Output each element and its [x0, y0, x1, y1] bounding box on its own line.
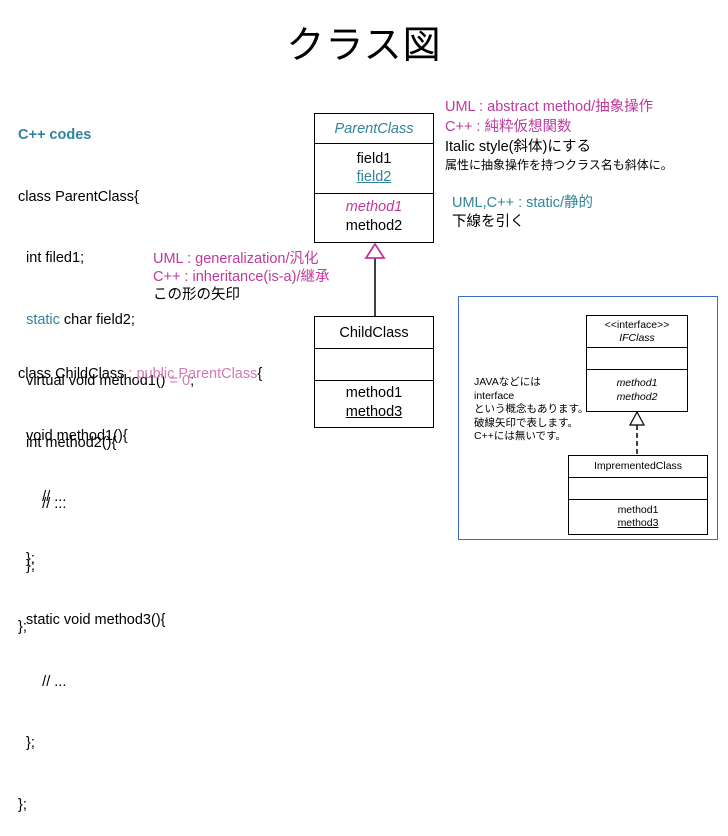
note-line: 下線を引く: [452, 214, 525, 230]
parent-class-name: ParentClass: [315, 114, 433, 144]
implemented-class-methods: method1 method3: [569, 500, 707, 534]
child-class-box: ChildClass method1 method3: [314, 316, 434, 428]
code-line: // ...: [18, 496, 67, 512]
virtual-pre: virtual void method1(): [26, 373, 170, 389]
interface-fields: [587, 348, 687, 370]
note-line: Italic style(斜体)にする: [445, 139, 591, 155]
note-line: JAVAなどには: [474, 376, 541, 388]
code-line: static void method3(){: [18, 612, 166, 628]
parent-class-box: ParentClass field1 field2 method1 method…: [314, 113, 434, 243]
note-line: C++ : 純粋仮想関数: [445, 119, 572, 135]
implemented-class-fields: [569, 478, 707, 500]
child-class-name: ChildClass: [315, 317, 433, 349]
note-line: この形の矢印: [153, 287, 240, 303]
note-line: 破線矢印で表します。: [474, 416, 578, 429]
child-pre: class ChildClass: [18, 366, 129, 382]
method-1: method1: [345, 385, 403, 401]
abstract-note: UML : abstract method/抽象操作 C++ : 純粋仮想関数 …: [445, 97, 673, 173]
note-line: UML : generalization/汎化: [153, 251, 319, 267]
parent-class-fields: field1 field2: [315, 144, 433, 194]
static-keyword: static: [26, 311, 60, 328]
interface-note: JAVAなどには interface という概念もあります。 破線矢印で表します…: [474, 376, 588, 444]
generalization-arrow: [364, 242, 386, 317]
note-line: という概念もあります。: [474, 403, 589, 415]
note-line: interface: [474, 389, 515, 402]
code-line-static: static char field2;: [18, 310, 194, 331]
note-line: UML,C++ : static/静的: [452, 195, 594, 211]
note-line: 属性に抽象操作を持つクラス名も斜体に。: [445, 158, 673, 172]
implemented-class-name: ImprementedClass: [569, 456, 707, 478]
page-title: クラス図: [286, 25, 442, 67]
code-line: int method2(){: [18, 434, 117, 451]
interface-method-2: method2: [616, 391, 658, 403]
note-line: C++には無いです。: [474, 430, 566, 442]
code-line: void method1(){: [18, 427, 128, 444]
code-line: };: [18, 796, 27, 813]
code-line: // ...: [18, 673, 67, 690]
child-code-block: class ChildClass : public ParentClass{ v…: [18, 323, 262, 836]
realization-arrow: [628, 410, 646, 460]
interface-box: <<interface>> IFClass method1 method2: [586, 315, 688, 412]
child-class-fields: [315, 349, 433, 381]
static-rest: char field2;: [59, 311, 135, 328]
code-line: };: [18, 735, 35, 751]
parent-code-block: C++ codes class ParentClass{ int filed1;…: [18, 84, 194, 658]
code-line: // ...: [18, 489, 67, 505]
interface-header: <<interface>> IFClass: [587, 316, 687, 348]
method-2: method2: [345, 218, 403, 234]
impl-method-1: method1: [617, 504, 659, 516]
note-line: UML : abstract method/抽象操作: [445, 99, 654, 115]
child-end: {: [257, 366, 263, 382]
interface-method-1: method1: [616, 377, 658, 389]
parent-class-methods: method1 method2: [315, 194, 433, 241]
code-line-child-class: class ChildClass : public ParentClass{: [18, 364, 262, 385]
field-2: field2: [356, 169, 392, 185]
interface-methods: method1 method2: [587, 370, 687, 410]
impl-method-3: method3: [617, 517, 659, 529]
virtual-end: ;: [190, 373, 195, 389]
implemented-class-box: ImprementedClass method1 method3: [568, 455, 708, 535]
generalization-note: UML : generalization/汎化 C++ : inheritanc…: [153, 250, 329, 304]
interface-stereotype: <<interface>>: [604, 319, 670, 331]
child-inherit-kw: : public ParentClass: [128, 366, 258, 382]
child-class-methods: method1 method3: [315, 381, 433, 426]
virtual-eq: = 0: [169, 373, 191, 389]
interface-panel: [458, 296, 718, 540]
field-1: field1: [356, 151, 392, 167]
code-header: C++ codes: [18, 127, 92, 143]
code-line: class ParentClass{: [18, 188, 139, 205]
method-1-abstract: method1: [345, 199, 403, 215]
static-note: UML,C++ : static/静的 下線を引く: [452, 194, 593, 232]
code-line: };: [18, 550, 35, 567]
code-line-virtual: virtual void method1() = 0;: [18, 371, 194, 392]
code-line: int filed1;: [18, 250, 85, 266]
interface-name: IFClass: [619, 332, 655, 344]
note-line: C++ : inheritance(is-a)/継承: [153, 269, 330, 285]
method-3-static: method3: [345, 404, 403, 420]
